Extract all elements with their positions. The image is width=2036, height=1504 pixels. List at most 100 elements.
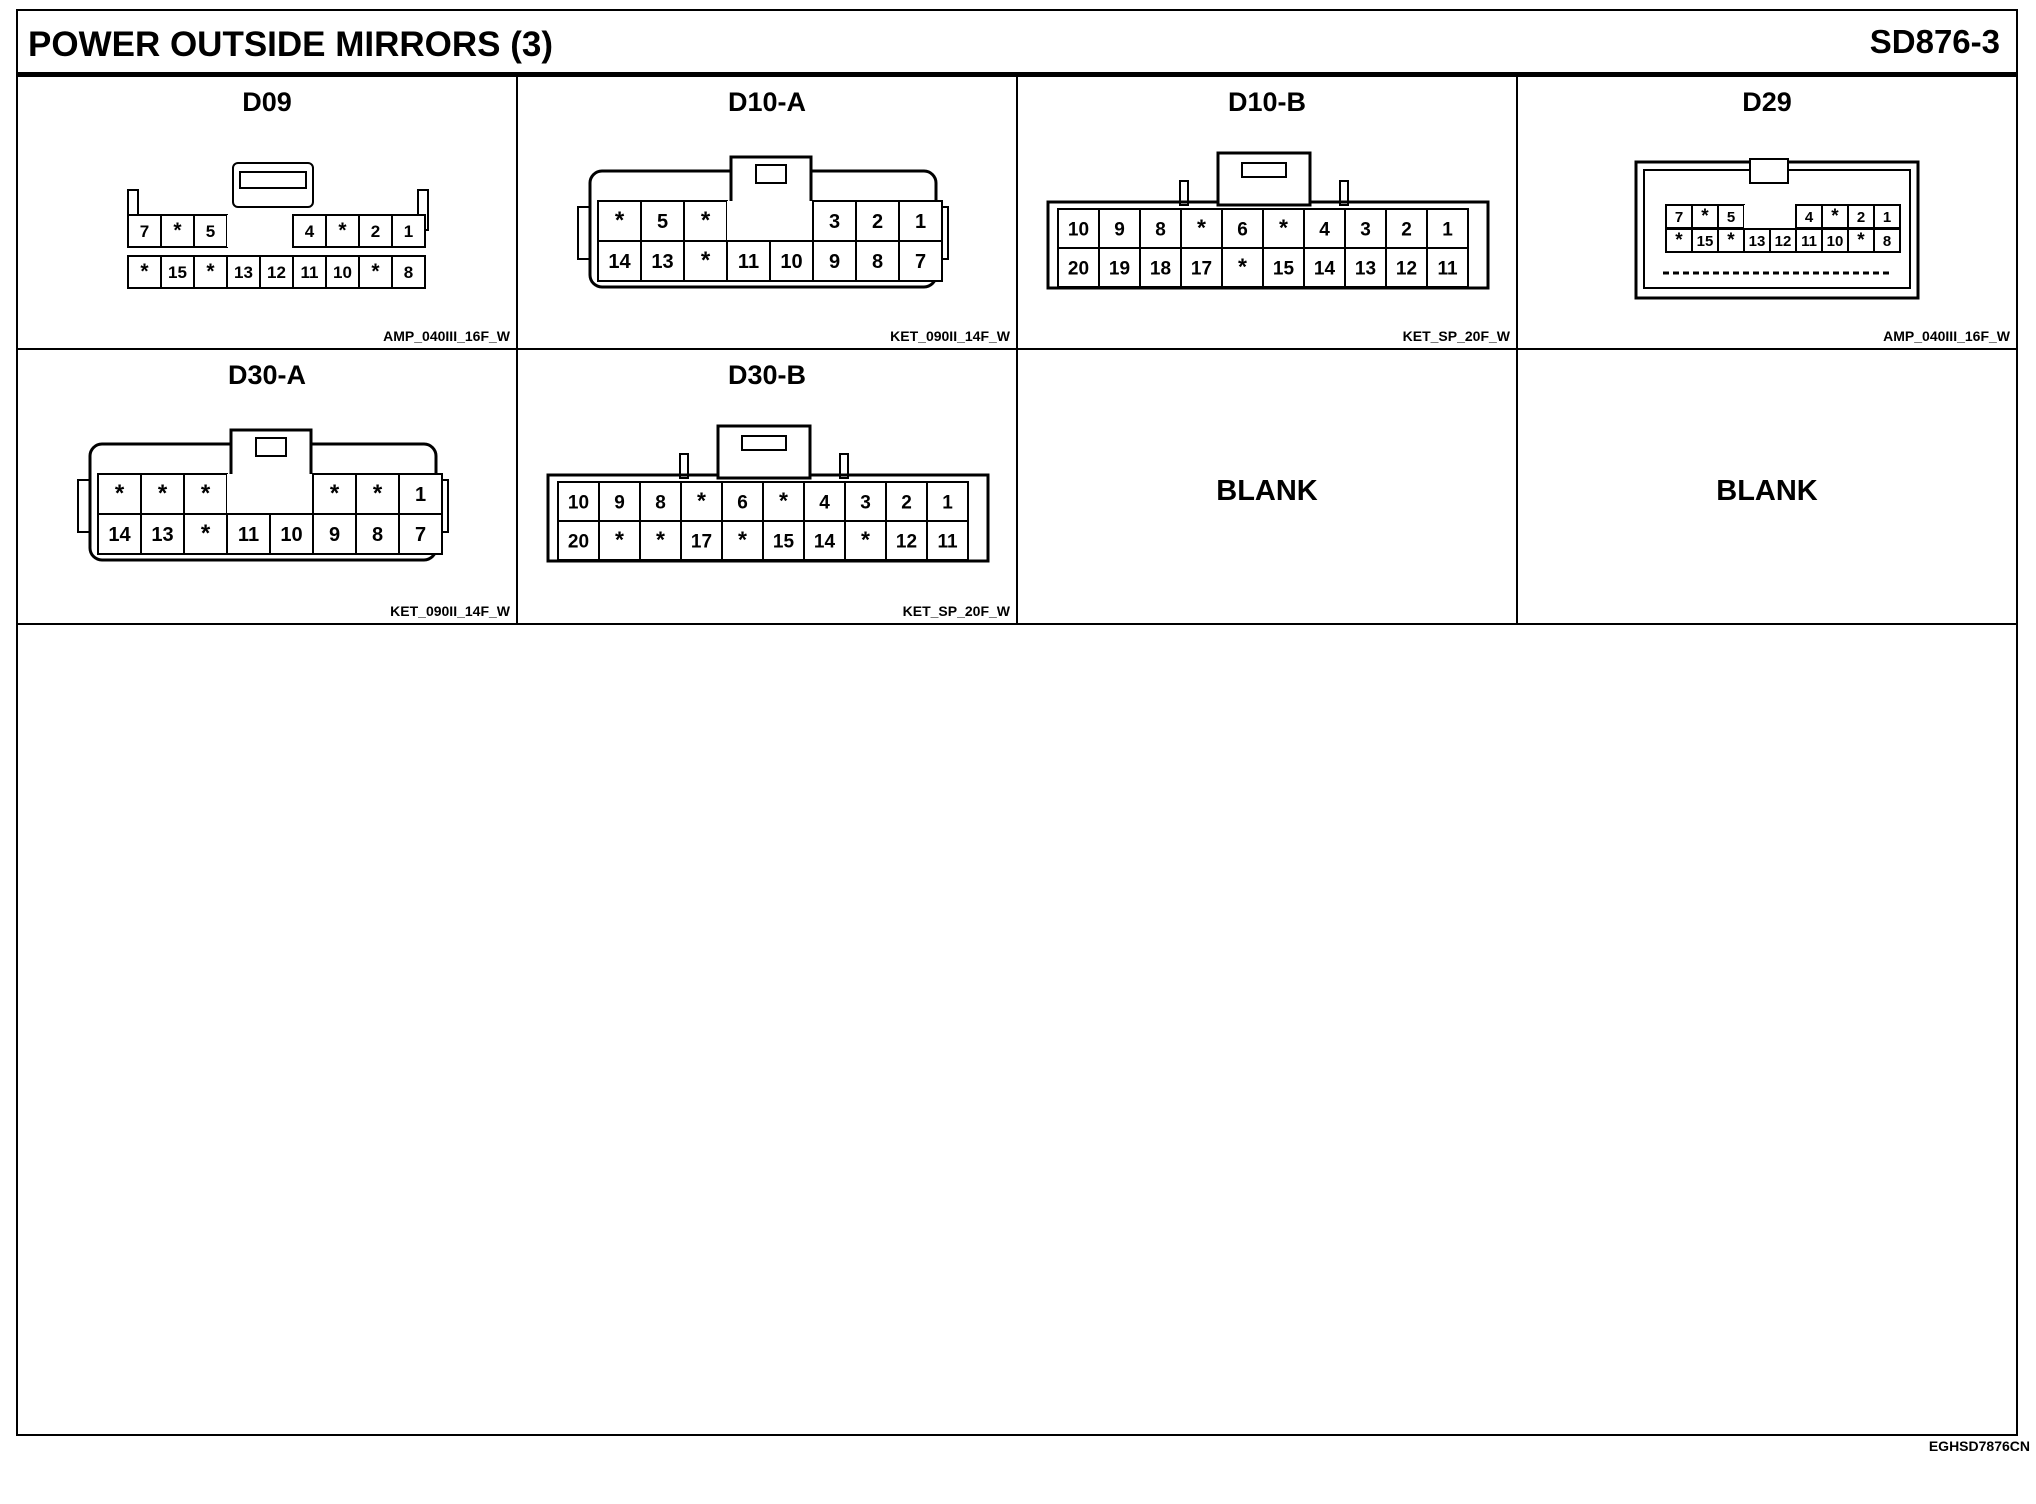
pin-cell xyxy=(183,513,228,555)
pin-cell xyxy=(1098,247,1141,288)
pin-label: * xyxy=(330,480,340,507)
pin-label: 10 xyxy=(1827,233,1844,250)
pin-label: * xyxy=(201,520,211,547)
pin-cell xyxy=(769,240,814,282)
blank-label: BLANK xyxy=(1216,475,1318,507)
pin-label: 11 xyxy=(1801,233,1817,250)
pin-cell xyxy=(325,214,360,248)
blank-label: BLANK xyxy=(1716,475,1818,507)
pin-label: 4 xyxy=(1319,219,1330,240)
pin-label: * xyxy=(779,487,788,513)
pin-cell xyxy=(1262,247,1305,288)
pin-cell xyxy=(391,255,426,289)
pin-label: * xyxy=(115,480,125,507)
pin-cell xyxy=(844,520,887,561)
pin-label: * xyxy=(338,219,347,242)
locking-tab-slot xyxy=(239,171,307,189)
pin-cell xyxy=(721,520,764,561)
pin-label: 15 xyxy=(1273,258,1295,279)
pin-cell xyxy=(1057,247,1100,288)
pin-label: 1 xyxy=(915,211,926,233)
diagram-frame: POWER OUTSIDE MIRRORS (3) SD876-3 D09 7*… xyxy=(16,9,2018,1436)
pin-cell xyxy=(1057,208,1100,249)
pin-cell xyxy=(597,240,642,282)
pin-gap xyxy=(260,215,293,247)
connector-name: D10-B xyxy=(1227,87,1307,117)
pin-label: 15 xyxy=(773,531,795,552)
pin-label: * xyxy=(656,526,665,552)
connector-name: D30-B xyxy=(727,360,807,390)
pin-label: * xyxy=(615,207,625,234)
locking-tab xyxy=(1216,151,1312,207)
pin-label: 11 xyxy=(301,263,319,282)
pin-label: 6 xyxy=(737,492,748,513)
pin-label: 6 xyxy=(1237,219,1248,240)
blank-cell: BLANK xyxy=(1518,350,2016,625)
guide-rib xyxy=(679,453,689,479)
pin-cell xyxy=(140,473,185,515)
side-latch xyxy=(77,479,91,533)
pin-cell xyxy=(683,240,728,282)
connector-part-code: AMP_040III_16F_W xyxy=(383,328,510,344)
pin-cell xyxy=(803,520,846,561)
pin-gap xyxy=(227,215,260,247)
pin-label: 17 xyxy=(1191,258,1212,279)
pin-label: 4 xyxy=(305,222,315,241)
pin-label: 4 xyxy=(819,492,830,513)
pin-label: 12 xyxy=(267,263,286,282)
locking-tab-slot xyxy=(741,435,787,451)
connector-name: D09 xyxy=(242,87,292,117)
pin-cell xyxy=(762,520,805,561)
connector-part-code: KET_SP_20F_W xyxy=(902,603,1010,619)
page-title: POWER OUTSIDE MIRRORS (3) xyxy=(28,25,554,64)
pin-label: * xyxy=(1857,230,1865,251)
pin-label: * xyxy=(371,260,380,283)
pin-label: 15 xyxy=(1697,233,1714,250)
pin-cell xyxy=(762,481,805,522)
pin-label: 1 xyxy=(415,484,426,506)
pin-label: 13 xyxy=(151,524,173,546)
pin-cell xyxy=(680,481,723,522)
pin-cell xyxy=(292,214,327,248)
pin-label: 10 xyxy=(1068,219,1089,240)
pin-gap xyxy=(1770,205,1796,228)
pin-label: 18 xyxy=(1150,258,1171,279)
pin-label: 1 xyxy=(404,222,413,241)
pin-cell xyxy=(1873,228,1901,253)
pin-label: 12 xyxy=(1775,233,1792,250)
pin-label: 19 xyxy=(1109,258,1130,279)
pin-label: * xyxy=(697,487,706,513)
pin-label: 13 xyxy=(234,263,253,282)
connector-part-code: KET_SP_20F_W xyxy=(1402,328,1510,344)
pin-label: * xyxy=(701,247,711,274)
pin-label: 12 xyxy=(1396,258,1417,279)
pin-label: * xyxy=(1831,206,1839,227)
pin-cell xyxy=(355,513,400,555)
pin-label: 3 xyxy=(1360,219,1371,240)
pin-cell xyxy=(598,520,641,561)
pin-label: * xyxy=(738,526,747,552)
guide-rib xyxy=(1179,180,1189,206)
pin-label: * xyxy=(1197,214,1206,240)
pin-gap xyxy=(1744,205,1770,228)
pin-gap xyxy=(770,201,813,241)
pin-label: 14 xyxy=(1314,258,1336,279)
guide-rib xyxy=(1339,180,1349,206)
pin-cell xyxy=(926,520,969,561)
pin-cell xyxy=(680,520,723,561)
pin-cell xyxy=(844,481,887,522)
pin-label: * xyxy=(615,526,624,552)
pin-label: 9 xyxy=(1114,219,1125,240)
pin-cell xyxy=(391,214,426,248)
locking-tab xyxy=(716,424,812,480)
pin-label: * xyxy=(1675,230,1683,251)
pin-label: * xyxy=(1238,253,1247,279)
pin-label: 20 xyxy=(568,531,589,552)
pin-label: * xyxy=(1279,214,1288,240)
connector-part-code: KET_090II_14F_W xyxy=(890,328,1010,344)
